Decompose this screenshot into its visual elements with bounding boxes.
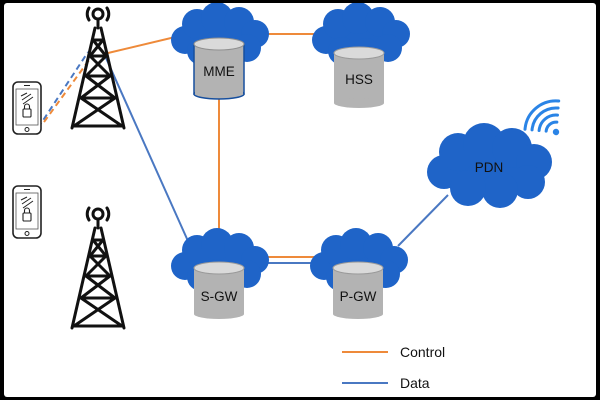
link-pgw-pdn [397, 194, 449, 247]
database-icon [193, 37, 245, 100]
smartphone-lock-icon [12, 185, 42, 239]
link-tower-sgw [105, 57, 193, 251]
database-icon [333, 46, 385, 108]
mme-node: MME [171, 3, 269, 100]
wifi-icon [523, 99, 561, 136]
cell-tower-icon [70, 206, 126, 330]
database-icon [193, 261, 245, 319]
pdn-label: PDN [475, 160, 504, 175]
legend: Control Data [342, 344, 445, 391]
legend-data-label: Data [400, 375, 430, 391]
hss-node: HSS [312, 3, 410, 108]
smartphone-lock-icon [12, 81, 42, 135]
network-diagram: MME HSS PDN S-GW [4, 3, 596, 397]
database-icon [332, 261, 384, 319]
hss-label: HSS [345, 72, 373, 87]
cell-tower-icon [70, 6, 126, 130]
legend-control-label: Control [400, 344, 445, 360]
mme-label: MME [203, 64, 235, 79]
sgw-node: S-GW [171, 228, 269, 319]
diagram-canvas: MME HSS PDN S-GW [12, 3, 561, 391]
pgw-node: P-GW [310, 228, 408, 319]
radio-link-control [43, 55, 93, 123]
pgw-label: P-GW [340, 289, 377, 304]
pdn-node: PDN [427, 123, 552, 208]
sgw-label: S-GW [201, 289, 238, 304]
radio-link-data [37, 51, 89, 129]
